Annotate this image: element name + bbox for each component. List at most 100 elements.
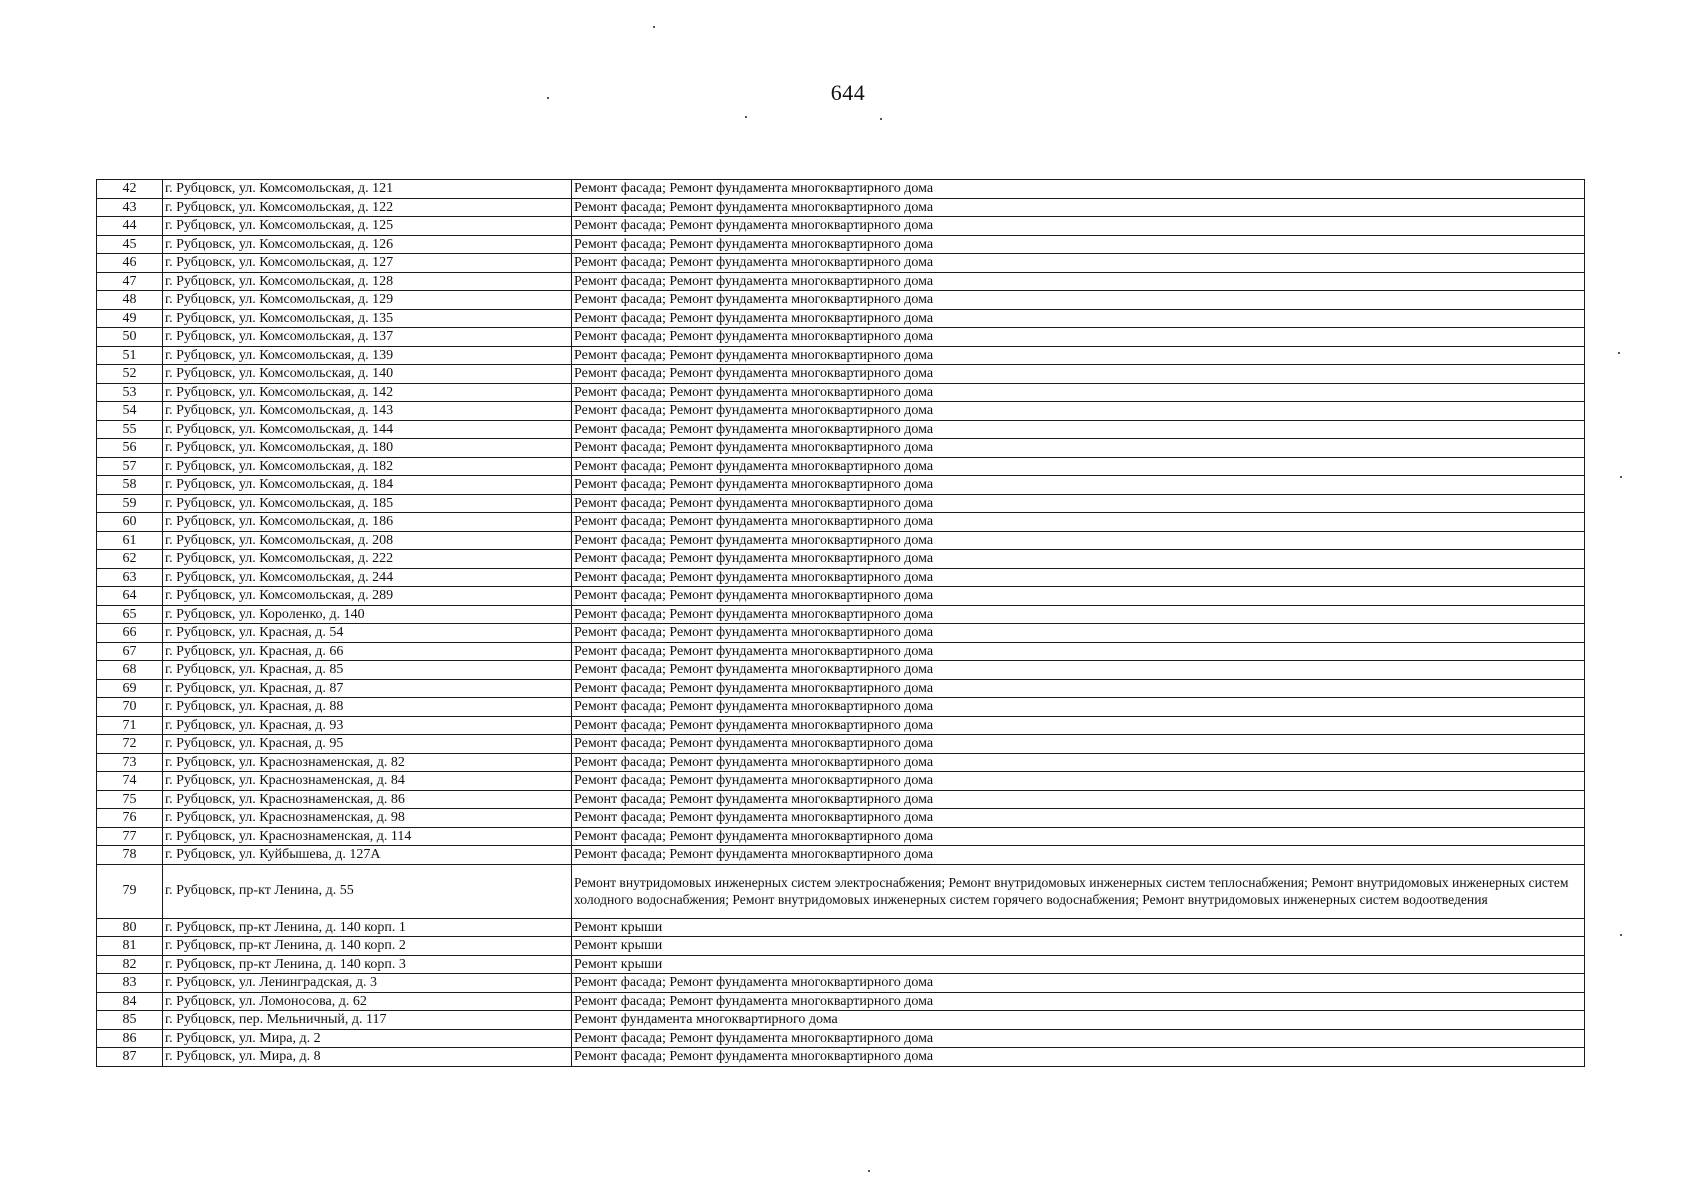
- row-number-cell: 72: [96, 734, 163, 754]
- works-cell: Ремонт фасада; Ремонт фундамента многокв…: [571, 771, 1585, 791]
- works-cell: Ремонт фасада; Ремонт фундамента многокв…: [571, 345, 1585, 365]
- address-cell: г. Рубцовск, ул. Краснознаменская, д. 82: [162, 752, 572, 772]
- row-number-cell: 61: [96, 530, 163, 550]
- address-cell: г. Рубцовск, ул. Ленинградская, д. 3: [162, 973, 572, 993]
- row-number-cell: 49: [96, 308, 163, 328]
- address-cell: г. Рубцовск, ул. Краснознаменская, д. 86: [162, 789, 572, 809]
- address-cell: г. Рубцовск, ул. Краснознаменская, д. 11…: [162, 826, 572, 846]
- row-number-cell: 50: [96, 327, 163, 347]
- row-number-cell: 45: [96, 234, 163, 254]
- row-number-cell: 53: [96, 382, 163, 402]
- row-number-cell: 66: [96, 623, 163, 643]
- works-cell: Ремонт фасада; Ремонт фундамента многокв…: [571, 826, 1585, 846]
- works-cell: Ремонт фасада; Ремонт фундамента многокв…: [571, 475, 1585, 495]
- works-cell: Ремонт фасада; Ремонт фундамента многокв…: [571, 197, 1585, 217]
- works-cell: Ремонт фасада; Ремонт фундамента многокв…: [571, 438, 1585, 458]
- address-cell: г. Рубцовск, ул. Комсомольская, д. 127: [162, 253, 572, 273]
- row-number-cell: 75: [96, 789, 163, 809]
- row-number-cell: 62: [96, 549, 163, 569]
- works-cell: Ремонт фасада; Ремонт фундамента многокв…: [571, 271, 1585, 291]
- works-cell: Ремонт фасада; Ремонт фундамента многокв…: [571, 1028, 1585, 1048]
- row-number-cell: 56: [96, 438, 163, 458]
- address-cell: г. Рубцовск, ул. Комсомольская, д. 186: [162, 512, 572, 532]
- works-cell: Ремонт фасада; Ремонт фундамента многокв…: [571, 641, 1585, 661]
- address-cell: г. Рубцовск, ул. Комсомольская, д. 244: [162, 567, 572, 587]
- row-number-cell: 70: [96, 697, 163, 717]
- works-cell: Ремонт фасада; Ремонт фундамента многокв…: [571, 734, 1585, 754]
- works-cell: Ремонт фасада; Ремонт фундамента многокв…: [571, 512, 1585, 532]
- works-cell: Ремонт фасада; Ремонт фундамента многокв…: [571, 604, 1585, 624]
- address-cell: г. Рубцовск, ул. Комсомольская, д. 185: [162, 493, 572, 513]
- row-number-cell: 76: [96, 808, 163, 828]
- address-cell: г. Рубцовск, ул. Комсомольская, д. 222: [162, 549, 572, 569]
- row-number-cell: 85: [96, 1010, 163, 1030]
- address-cell: г. Рубцовск, ул. Комсомольская, д. 139: [162, 345, 572, 365]
- works-cell: Ремонт фундамента многоквартирного дома: [571, 1010, 1585, 1030]
- works-cell: Ремонт фасада; Ремонт фундамента многокв…: [571, 623, 1585, 643]
- row-number-cell: 58: [96, 475, 163, 495]
- works-cell: Ремонт фасада; Ремонт фундамента многокв…: [571, 715, 1585, 735]
- row-number-cell: 86: [96, 1028, 163, 1048]
- row-number-cell: 51: [96, 345, 163, 365]
- works-cell: Ремонт фасада; Ремонт фундамента многокв…: [571, 549, 1585, 569]
- address-cell: г. Рубцовск, ул. Красная, д. 85: [162, 660, 572, 680]
- scan-speck: [868, 1170, 870, 1172]
- row-number-cell: 59: [96, 493, 163, 513]
- address-cell: г. Рубцовск, пр-кт Ленина, д. 140 корп. …: [162, 954, 572, 974]
- address-cell: г. Рубцовск, ул. Красная, д. 95: [162, 734, 572, 754]
- address-cell: г. Рубцовск, ул. Комсомольская, д. 142: [162, 382, 572, 402]
- row-number-cell: 74: [96, 771, 163, 791]
- row-number-cell: 77: [96, 826, 163, 846]
- scan-speck: [653, 26, 655, 28]
- address-cell: г. Рубцовск, ул. Комсомольская, д. 137: [162, 327, 572, 347]
- works-cell: Ремонт фасада; Ремонт фундамента многокв…: [571, 752, 1585, 772]
- address-cell: г. Рубцовск, ул. Ломоносова, д. 62: [162, 991, 572, 1011]
- address-cell: г. Рубцовск, ул. Красная, д. 88: [162, 697, 572, 717]
- address-cell: г. Рубцовск, ул. Красная, д. 54: [162, 623, 572, 643]
- works-cell: Ремонт фасада; Ремонт фундамента многокв…: [571, 697, 1585, 717]
- address-cell: г. Рубцовск, ул. Комсомольская, д. 180: [162, 438, 572, 458]
- works-cell: Ремонт фасада; Ремонт фундамента многокв…: [571, 678, 1585, 698]
- scan-speck: [745, 116, 747, 118]
- address-cell: г. Рубцовск, ул. Комсомольская, д. 140: [162, 364, 572, 384]
- works-cell: Ремонт фасада; Ремонт фундамента многокв…: [571, 290, 1585, 310]
- row-number-cell: 46: [96, 253, 163, 273]
- works-cell: Ремонт фасада; Ремонт фундамента многокв…: [571, 808, 1585, 828]
- row-number-cell: 44: [96, 216, 163, 236]
- works-cell: Ремонт фасада; Ремонт фундамента многокв…: [571, 382, 1585, 402]
- scan-speck: [880, 118, 882, 120]
- address-cell: г. Рубцовск, ул. Комсомольская, д. 184: [162, 475, 572, 495]
- address-cell: г. Рубцовск, ул. Комсомольская, д. 128: [162, 271, 572, 291]
- works-cell: Ремонт фасада; Ремонт фундамента многокв…: [571, 567, 1585, 587]
- works-cell: Ремонт фасада; Ремонт фундамента многокв…: [571, 401, 1585, 421]
- works-cell: Ремонт фасада; Ремонт фундамента многокв…: [571, 973, 1585, 993]
- works-cell: Ремонт фасада; Ремонт фундамента многокв…: [571, 586, 1585, 606]
- works-cell: Ремонт фасада; Ремонт фундамента многокв…: [571, 660, 1585, 680]
- row-number-cell: 81: [96, 936, 163, 956]
- works-cell: Ремонт фасада; Ремонт фундамента многокв…: [571, 419, 1585, 439]
- address-cell: г. Рубцовск, ул. Красная, д. 87: [162, 678, 572, 698]
